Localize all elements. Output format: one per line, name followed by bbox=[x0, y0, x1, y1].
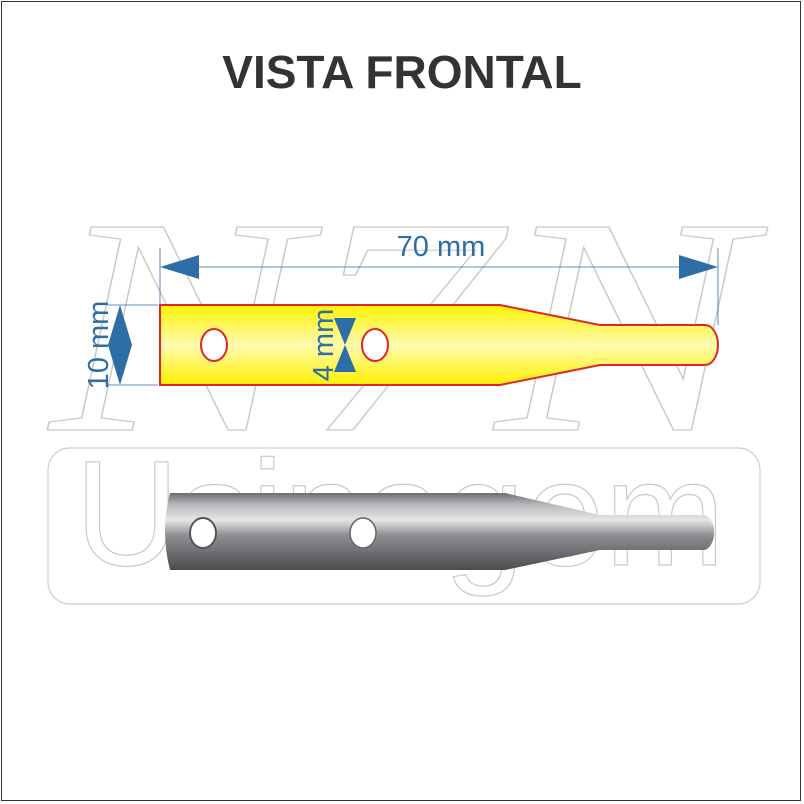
part-3d-render bbox=[165, 493, 715, 570]
hole-label: 4 mm bbox=[308, 309, 340, 382]
arrow-down-icon bbox=[334, 318, 356, 345]
hole-dimension bbox=[334, 318, 356, 372]
arrow-up-icon bbox=[108, 305, 132, 345]
arrow-left-icon bbox=[160, 255, 199, 279]
watermark-box bbox=[47, 447, 761, 605]
render-hole-1 bbox=[189, 517, 217, 549]
length-label: 70 mm bbox=[397, 231, 486, 263]
page-title: VISTA FRONTAL bbox=[222, 46, 581, 98]
hole-2 bbox=[361, 328, 389, 362]
arrow-right-icon bbox=[679, 255, 718, 279]
length-dimension bbox=[159, 248, 719, 325]
arrow-up-icon bbox=[334, 345, 356, 372]
height-dimension bbox=[108, 304, 158, 386]
part-front-view bbox=[159, 304, 719, 386]
hole-1 bbox=[200, 328, 228, 362]
arrow-down-icon bbox=[108, 345, 132, 385]
render-hole-2 bbox=[349, 517, 377, 549]
height-label: 10 mm bbox=[83, 301, 115, 390]
